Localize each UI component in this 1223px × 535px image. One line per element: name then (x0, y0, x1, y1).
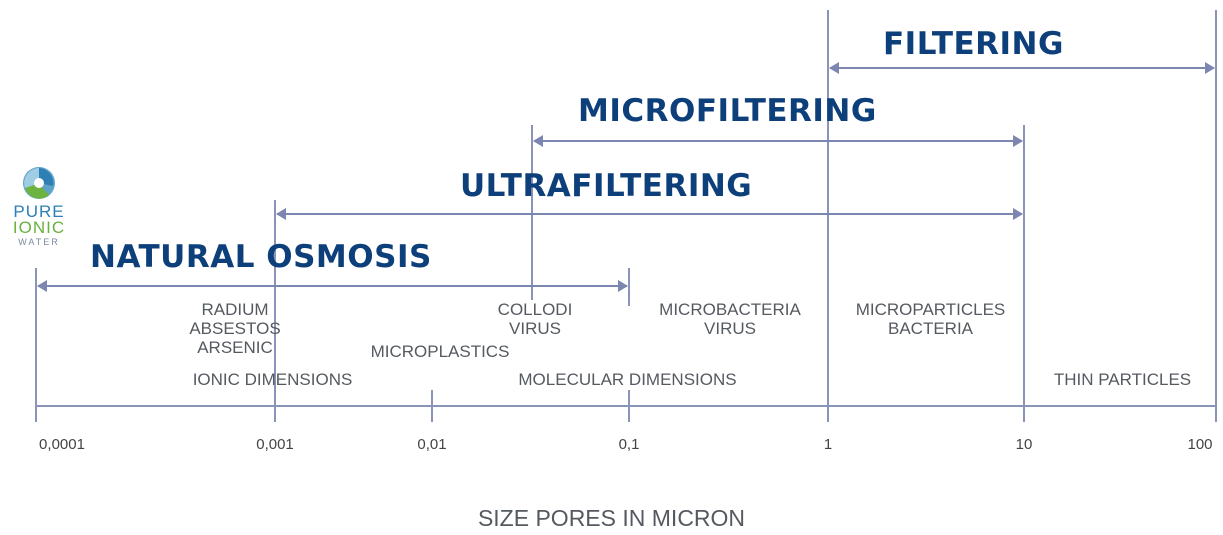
logo-word-ionic: IONIC (12, 218, 66, 237)
collodi-label: COLLODI VIRUS (497, 300, 573, 338)
natural-osmosis-title: NATURAL OSMOSIS (90, 239, 432, 275)
logo-word-pure: PURE (13, 202, 65, 221)
brand-logo: PURE IONIC WATER (6, 166, 72, 248)
microplastics-label: MICROPLASTICS (370, 342, 510, 361)
microparticles-label: MICROPARTICLES BACTERIA (855, 300, 1006, 338)
thin-particles-label: THIN PARTICLES (1053, 370, 1192, 389)
logo-word-water: WATER (18, 237, 60, 247)
ionic-dimensions-label: IONIC DIMENSIONS (192, 370, 353, 389)
radium-label: RADIUM ABSESTOS ARSENIC (189, 300, 281, 357)
tick-label-100: 100 (1187, 436, 1213, 453)
droplet-logo-icon (23, 167, 55, 199)
tick-label-10: 10 (1015, 436, 1033, 453)
guide-lines (35, 10, 1217, 422)
molecular-dimensions-label: MOLECULAR DIMENSIONS (518, 370, 737, 389)
filtering-title: FILTERING (883, 26, 1064, 62)
tick-label-0-01: 0,01 (417, 436, 447, 453)
range-arrows (37, 62, 1215, 292)
tick-label-0-1: 0,1 (618, 436, 640, 453)
tick-label-0-0001: 0,0001 (39, 436, 85, 453)
tick-label-0-001: 0,001 (256, 436, 294, 453)
tick-label-1: 1 (823, 436, 833, 453)
ultrafiltering-title: ULTRAFILTERING (460, 168, 753, 204)
microfiltering-title: MICROFILTERING (578, 93, 877, 129)
microbacteria-label: MICROBACTERIA VIRUS (659, 300, 801, 338)
axis-title: SIZE PORES IN MICRON (477, 505, 746, 531)
